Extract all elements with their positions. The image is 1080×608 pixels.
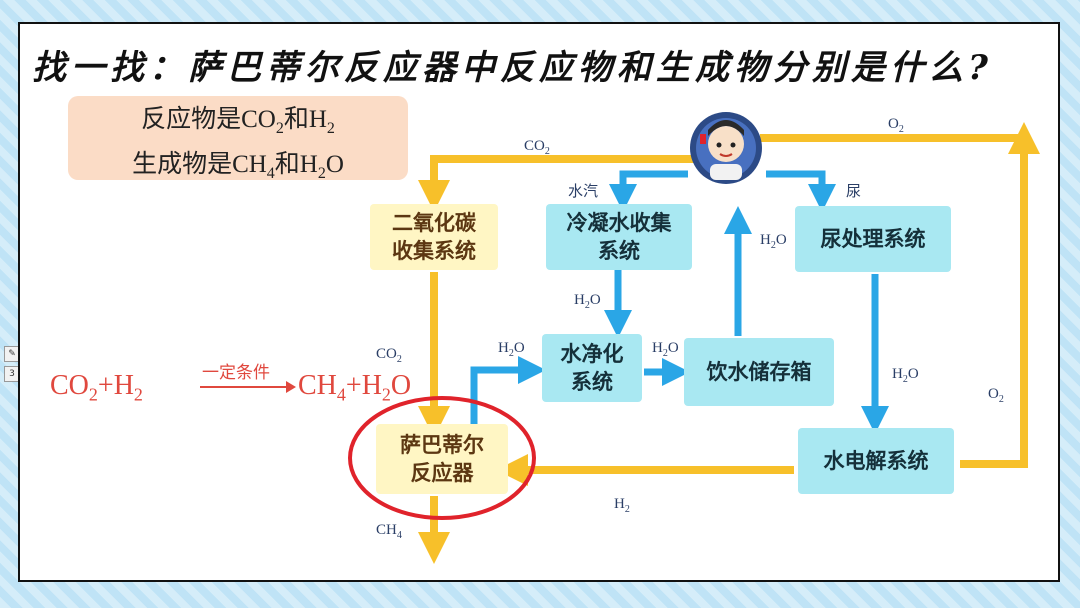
water-electrolysis-system: 水电解系统: [798, 428, 954, 494]
label-co2-top: CO2: [524, 138, 550, 157]
label-co2-left: CO2: [376, 346, 402, 365]
chemical-equation: CO2+H2 一定条件 CH4+H2O: [50, 363, 450, 414]
label-h2o-up: H2O: [760, 232, 787, 251]
equation-products: CH4+H2O: [298, 370, 412, 405]
label-o2-top: O2: [888, 116, 904, 135]
answer-line-1: 反应物是CO2和H2: [141, 106, 335, 137]
arrow-o2-top: [760, 134, 1028, 468]
water-storage-tank: 饮水储存箱: [684, 338, 834, 406]
label-h2o-down: H2O: [574, 292, 601, 311]
water-purification-system: 水净化 系统: [542, 334, 642, 402]
astronaut-icon: [690, 112, 762, 184]
equation-condition: 一定条件: [202, 363, 270, 383]
label-vapor: 水汽: [568, 182, 599, 200]
arrow-co2-to-collector: [418, 155, 700, 212]
co2-collection-system: 二氧化碳 收集系统: [370, 204, 498, 270]
equation-reactants: CO2+H2: [50, 370, 143, 405]
label-ch4-out: CH4: [376, 522, 402, 541]
page-title: 找一找：萨巴蒂尔反应器中反应物和生成物分别是什么?: [32, 48, 993, 88]
label-h2-bottom: H2: [614, 496, 630, 515]
arrow-vapor: [609, 170, 688, 212]
label-h2o-right: H2O: [892, 366, 919, 385]
label-h2o-in: H2O: [498, 340, 525, 359]
urine-processing-system: 尿处理系统: [795, 206, 951, 272]
label-urine: 尿: [846, 182, 862, 200]
condensate-collection-system: 冷凝水收集 系统: [546, 204, 692, 270]
sabatier-reactor: 萨巴蒂尔 反应器: [376, 424, 508, 494]
arrow-urine: [766, 170, 836, 212]
reaction-arrow-icon: [200, 381, 296, 393]
answer-box: 反应物是CO2和H2 生成物是CH4和H2O: [68, 96, 408, 182]
answer-line-2: 生成物是CH4和H2O: [132, 151, 344, 182]
slide-canvas: 找一找：萨巴蒂尔反应器中反应物和生成物分别是什么? 反应物是CO2和H2 生成物…: [18, 22, 1060, 582]
label-h2o-mid: H2O: [652, 340, 679, 359]
arrow-sabatier-to-purify: [470, 356, 546, 424]
label-o2-right: O2: [988, 386, 1004, 405]
